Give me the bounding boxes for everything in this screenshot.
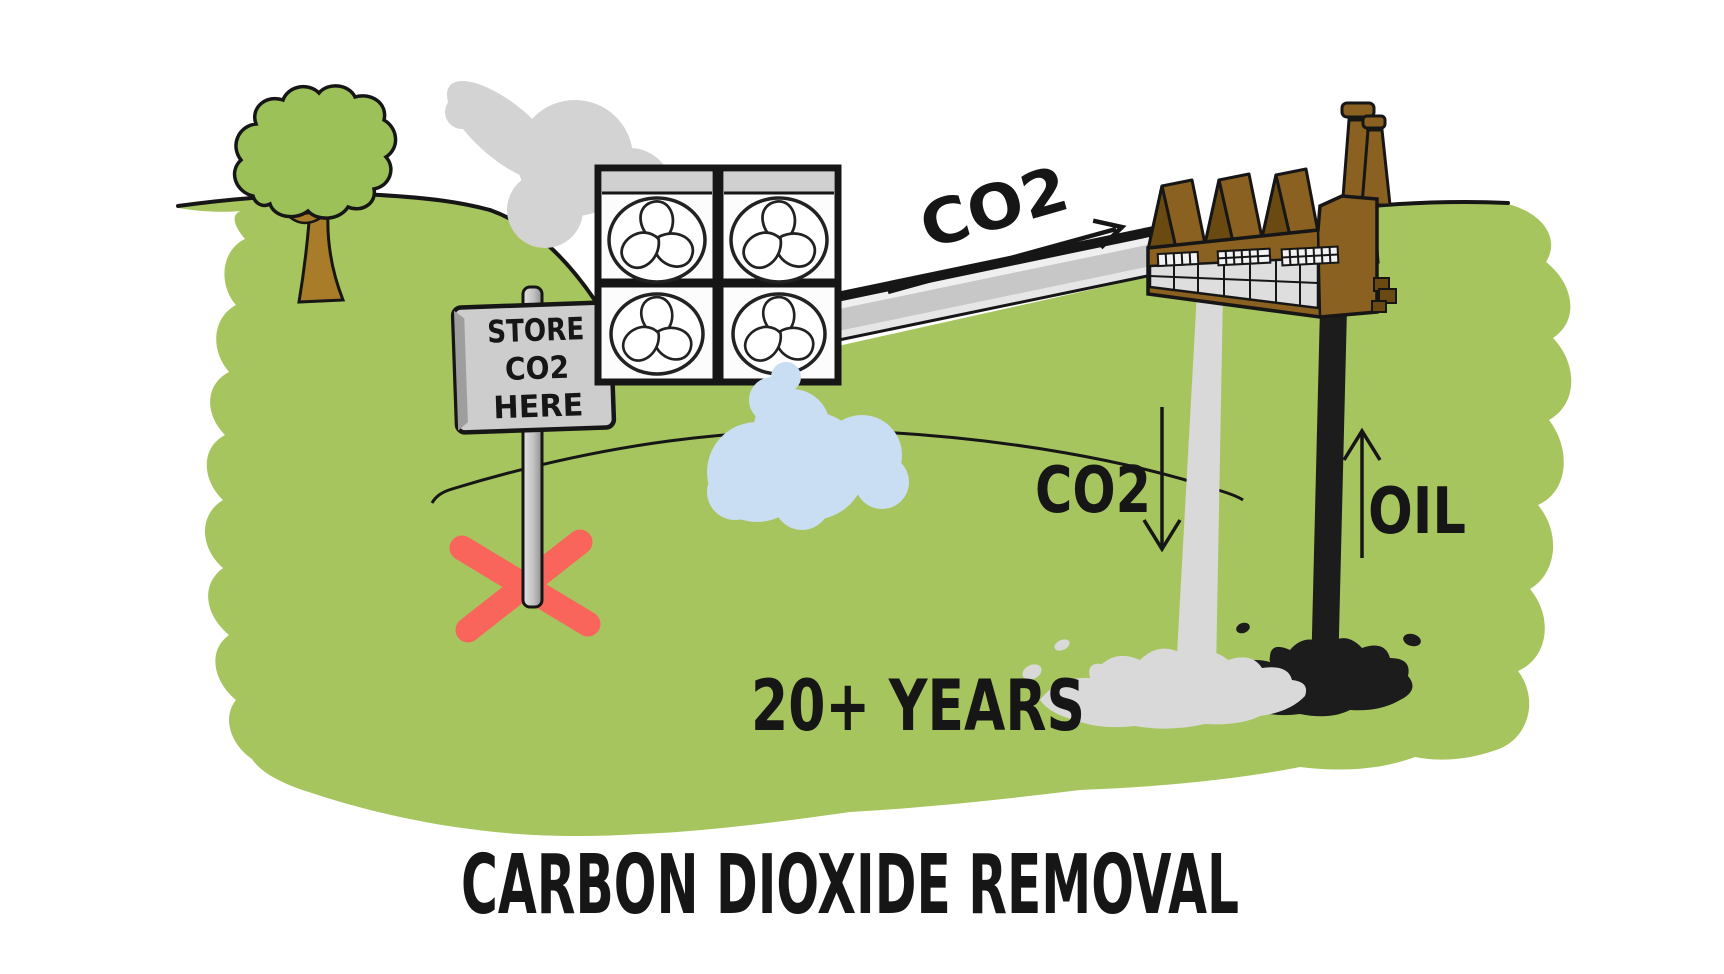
co2-splash	[1040, 648, 1307, 729]
factory-roof	[1146, 167, 1320, 252]
co2-droplet	[1054, 639, 1070, 651]
co2-injection-stream	[1176, 292, 1223, 672]
tree-canopy	[232, 84, 398, 220]
oil-well-pipe	[1311, 308, 1347, 675]
fan-top-strip	[724, 172, 834, 192]
store-co2-sign: STORE CO2 HERE	[450, 300, 617, 435]
fan-blade-icon	[731, 292, 827, 376]
page-title: CARBON DIOXIDE REMOVAL	[461, 838, 1239, 933]
co2-droplet	[1022, 664, 1042, 680]
sign-line-1: STORE	[487, 311, 585, 350]
splash-group	[1022, 622, 1421, 729]
sign-line-2: CO2	[504, 350, 569, 388]
sign-line-3: HERE	[493, 387, 584, 426]
factory-chimney-short	[1360, 114, 1392, 207]
oil-droplet	[1236, 622, 1250, 634]
duration-label: 20+ YEARS	[751, 665, 1085, 747]
factory-side-blocks	[1371, 277, 1397, 313]
oil-droplet-on-co2	[1269, 651, 1285, 663]
co2-pipe-arrow	[887, 226, 1117, 295]
factory	[1146, 101, 1397, 319]
tree	[232, 84, 398, 304]
oil-droplet	[1403, 633, 1421, 647]
co2-injection-label: CO2	[1035, 407, 1182, 553]
dac-fan-array	[594, 164, 842, 386]
factory-small-windows	[1156, 245, 1340, 268]
fan-blade-icon	[609, 292, 705, 376]
fan-blade-icon	[729, 196, 829, 284]
sign-board-edge	[453, 310, 468, 431]
oil-text: OIL	[1368, 475, 1466, 549]
fan-top-strip	[602, 172, 712, 192]
oil-label: OIL	[1342, 427, 1466, 558]
fan-blade-icon	[607, 196, 707, 284]
co2-pipe	[830, 226, 1156, 343]
air-cloud	[707, 362, 909, 530]
factory-window-band	[1148, 256, 1320, 310]
co2-injection-text: CO2	[1035, 454, 1151, 528]
